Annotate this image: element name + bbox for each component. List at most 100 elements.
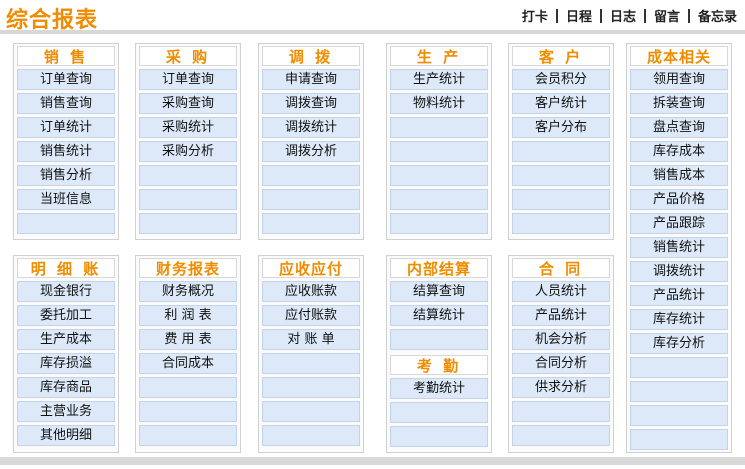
empty-row [262,353,360,374]
ledger-production-cost[interactable]: 生产成本 [17,329,115,350]
purchase-purchase-stats[interactable]: 采购统计 [139,117,237,138]
panel-title-arap: 应收应付 [262,258,360,278]
empty-row [512,141,610,162]
internal-settlement-query[interactable]: 结算查询 [390,281,488,302]
panel-arap: 应收应付 应收账款 应付账款 对 账 单 [258,255,364,453]
empty-row [390,426,488,447]
cost-disassembly-query[interactable]: 拆装查询 [630,93,728,114]
panel-title-transfer: 调 拨 [262,46,360,66]
customer-customer-distribution[interactable]: 客户分布 [512,117,610,138]
cost-sales-cost[interactable]: 销售成本 [630,165,728,186]
contract-personnel-stats[interactable]: 人员统计 [512,281,610,302]
nav-memo[interactable]: 备忘录 [697,10,737,25]
finance-profit-statement[interactable]: 利 润 表 [139,305,237,326]
ledger-inventory-loss[interactable]: 库存损溢 [17,353,115,374]
arap-receivables[interactable]: 应收账款 [262,281,360,302]
cost-transfer-stats[interactable]: 调拨统计 [630,261,728,282]
empty-row [139,377,237,398]
contract-product-stats[interactable]: 产品统计 [512,305,610,326]
purchase-purchase-analysis[interactable]: 采购分析 [139,141,237,162]
contract-supply-demand-analysis[interactable]: 供求分析 [512,377,610,398]
panel-transfer: 调 拨 申请查询 调拨查询 调拨统计 调拨分析 [258,43,364,240]
purchase-purchase-query[interactable]: 采购查询 [139,93,237,114]
sales-sales-query[interactable]: 销售查询 [17,93,115,114]
contract-opportunity-analysis[interactable]: 机会分析 [512,329,610,350]
nav-separator [687,8,690,23]
panel-title-purchase: 采 购 [139,46,237,66]
nav-clock-in[interactable]: 打卡 [521,10,548,25]
page-title: 综合报表 [6,8,99,33]
transfer-transfer-stats[interactable]: 调拨统计 [262,117,360,138]
cost-inventory-analysis[interactable]: 库存分析 [630,333,728,354]
ledger-cash-bank[interactable]: 现金银行 [17,281,115,302]
sales-sales-stats[interactable]: 销售统计 [17,141,115,162]
sales-sales-analysis[interactable]: 销售分析 [17,165,115,186]
transfer-transfer-analysis[interactable]: 调拨分析 [262,141,360,162]
finance-overview[interactable]: 财务概况 [139,281,237,302]
empty-row [139,213,237,234]
empty-row [139,189,237,210]
panel-production: 生 产 生产统计 物料统计 [386,43,492,240]
empty-row [512,213,610,234]
empty-row [390,165,488,186]
production-material-stats[interactable]: 物料统计 [390,93,488,114]
panel-title-finance: 财务报表 [139,258,237,278]
cost-product-tracking[interactable]: 产品跟踪 [630,213,728,234]
panel-cost: 成本相关 领用查询 拆装查询 盘点查询 库存成本 销售成本 产品价格 产品跟踪 … [626,43,732,453]
panel-title-ledger: 明 细 账 [17,258,115,278]
panel-finance: 财务报表 财务概况 利 润 表 费 用 表 合同成本 [135,255,241,453]
empty-row [390,329,488,350]
empty-row [390,141,488,162]
sales-order-query[interactable]: 订单查询 [17,69,115,90]
nav-message[interactable]: 留言 [653,10,680,25]
cost-product-price[interactable]: 产品价格 [630,189,728,210]
panel-purchase: 采 购 订单查询 采购查询 采购统计 采购分析 [135,43,241,240]
panel-title-contract: 合 同 [512,258,610,278]
contract-contract-analysis[interactable]: 合同分析 [512,353,610,374]
ledger-outsourced-processing[interactable]: 委托加工 [17,305,115,326]
panel-title-attendance: 考 勤 [390,355,488,375]
cost-inventory-stats[interactable]: 库存统计 [630,309,728,330]
customer-member-points[interactable]: 会员积分 [512,69,610,90]
header-divider [0,30,745,34]
cost-usage-query[interactable]: 领用查询 [630,69,728,90]
nav-separator [555,8,558,23]
cost-sales-stats[interactable]: 销售统计 [630,237,728,258]
customer-customer-stats[interactable]: 客户统计 [512,93,610,114]
panel-customer: 客 户 会员积分 客户统计 客户分布 [508,43,614,240]
empty-row [262,189,360,210]
empty-row [139,401,237,422]
finance-expense-statement[interactable]: 费 用 表 [139,329,237,350]
empty-row [512,165,610,186]
nav-log[interactable]: 日志 [609,10,636,25]
finance-contract-cost[interactable]: 合同成本 [139,353,237,374]
empty-row [630,357,728,378]
transfer-request-query[interactable]: 申请查询 [262,69,360,90]
nav-schedule[interactable]: 日程 [565,10,592,25]
top-nav: 打卡 日程 日志 留言 备忘录 [522,6,737,25]
ledger-other-details[interactable]: 其他明细 [17,425,115,446]
panel-internal: 内部结算 结算查询 结算统计 考 勤 考勤统计 [386,255,492,453]
empty-row [390,213,488,234]
panel-contract: 合 同 人员统计 产品统计 机会分析 合同分析 供求分析 [508,255,614,453]
empty-row [17,213,115,234]
ledger-inventory-goods[interactable]: 库存商品 [17,377,115,398]
arap-payables[interactable]: 应付账款 [262,305,360,326]
sales-shift-info[interactable]: 当班信息 [17,189,115,210]
arap-statement[interactable]: 对 账 单 [262,329,360,350]
cost-product-stats[interactable]: 产品统计 [630,285,728,306]
internal-settlement-stats[interactable]: 结算统计 [390,305,488,326]
nav-separator [599,8,602,23]
panel-title-sales: 销 售 [17,46,115,66]
transfer-transfer-query[interactable]: 调拨查询 [262,93,360,114]
purchase-order-query[interactable]: 订单查询 [139,69,237,90]
ledger-main-business[interactable]: 主营业务 [17,401,115,422]
cost-inventory-check-query[interactable]: 盘点查询 [630,117,728,138]
empty-row [262,377,360,398]
attendance-stats[interactable]: 考勤统计 [390,378,488,399]
cost-inventory-cost[interactable]: 库存成本 [630,141,728,162]
empty-row [262,165,360,186]
empty-row [512,189,610,210]
production-production-stats[interactable]: 生产统计 [390,69,488,90]
sales-order-stats[interactable]: 订单统计 [17,117,115,138]
